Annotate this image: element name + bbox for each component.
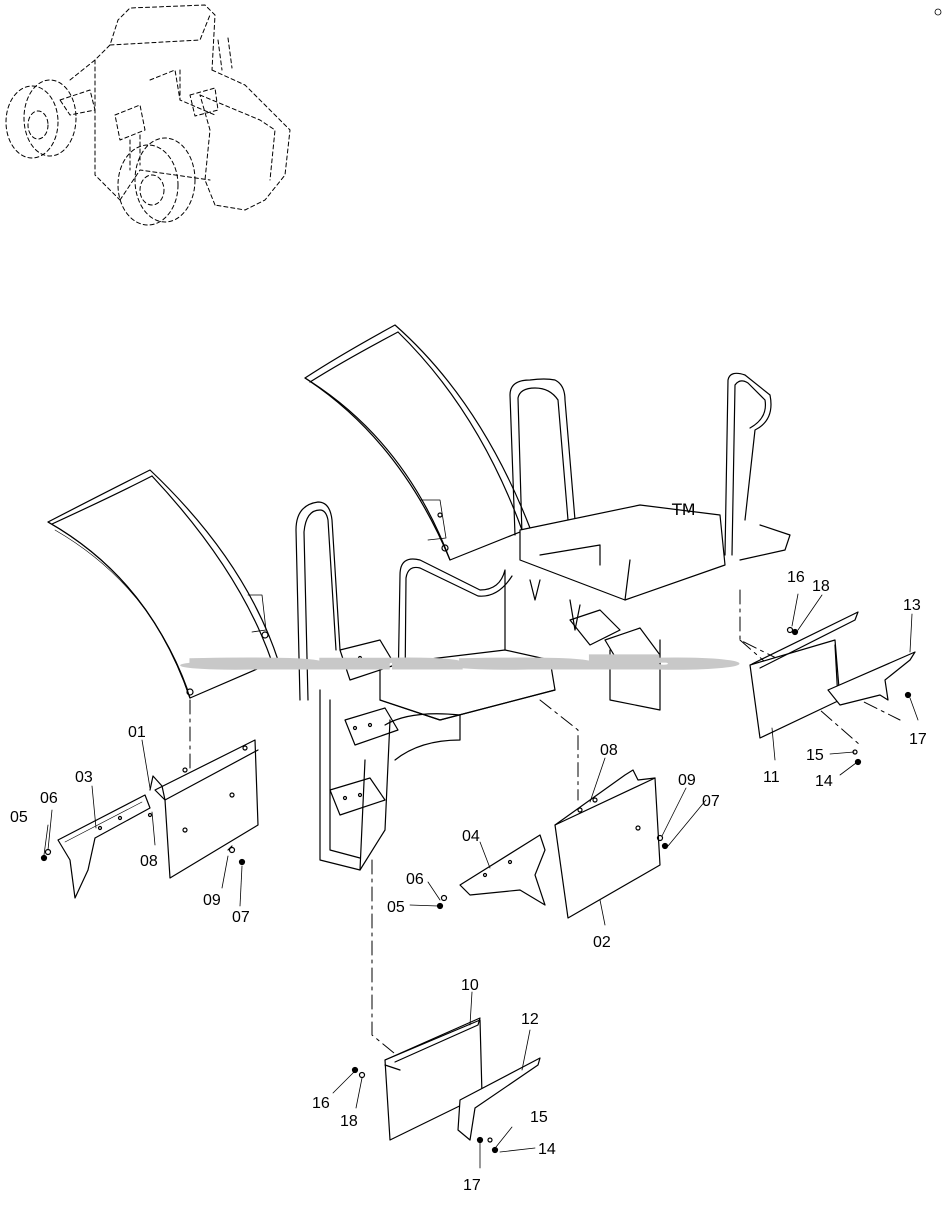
callout-07: 07 xyxy=(702,793,720,810)
part-03-bracket xyxy=(57,794,151,899)
part-04-bracket xyxy=(459,834,546,906)
corner-mark xyxy=(934,8,942,16)
part-12-bracket xyxy=(351,1057,541,1154)
callout-17: 17 xyxy=(463,1177,481,1194)
callout-12: 12 xyxy=(521,1011,539,1028)
callout-10: 10 xyxy=(461,977,479,994)
callout-07: 07 xyxy=(232,909,250,926)
callout-16: 16 xyxy=(787,569,805,586)
callout-16: 16 xyxy=(312,1095,330,1112)
callout-11: 11 xyxy=(763,769,780,786)
callout-04: 04 xyxy=(462,828,480,845)
left-fender xyxy=(47,469,279,699)
callout-18: 18 xyxy=(812,578,830,595)
right-fender xyxy=(304,324,531,561)
callout-08: 08 xyxy=(600,742,618,759)
callout-17: 17 xyxy=(909,731,927,748)
callout-05: 05 xyxy=(10,809,28,826)
callout-02: 02 xyxy=(593,934,611,951)
callout-15: 15 xyxy=(530,1109,548,1126)
callout-ticks xyxy=(43,593,919,1169)
loader-thumbnail xyxy=(5,4,291,226)
callout-labels: 01 02 03 04 05 05 06 06 07 07 08 08 09 0… xyxy=(10,569,927,1194)
watermark-text: anab xyxy=(190,653,730,672)
right-hardware xyxy=(436,834,669,910)
callout-06: 06 xyxy=(40,790,58,807)
callout-13: 13 xyxy=(903,597,921,614)
callout-08: 08 xyxy=(140,853,158,870)
callout-05: 05 xyxy=(387,899,405,916)
callout-01: 01 xyxy=(128,724,146,741)
left-ladder-assembly xyxy=(295,501,556,871)
watermark-tm: TM xyxy=(671,500,696,519)
left-hardware xyxy=(40,812,246,866)
watermark: anab TM xyxy=(189,500,732,674)
right-ladder-assembly xyxy=(509,372,791,711)
callout-15: 15 xyxy=(806,747,824,764)
part-02-mudflap xyxy=(554,769,661,919)
callout-09: 09 xyxy=(203,892,221,909)
part-11-mudflap xyxy=(749,611,859,739)
callout-14: 14 xyxy=(538,1141,556,1158)
callout-09: 09 xyxy=(678,772,696,789)
callout-03: 03 xyxy=(75,769,93,786)
part-13-bracket xyxy=(786,626,916,766)
callout-14: 14 xyxy=(815,773,833,790)
callout-18: 18 xyxy=(340,1113,358,1130)
callout-06: 06 xyxy=(406,871,424,888)
part-01-mudflap xyxy=(149,739,259,879)
